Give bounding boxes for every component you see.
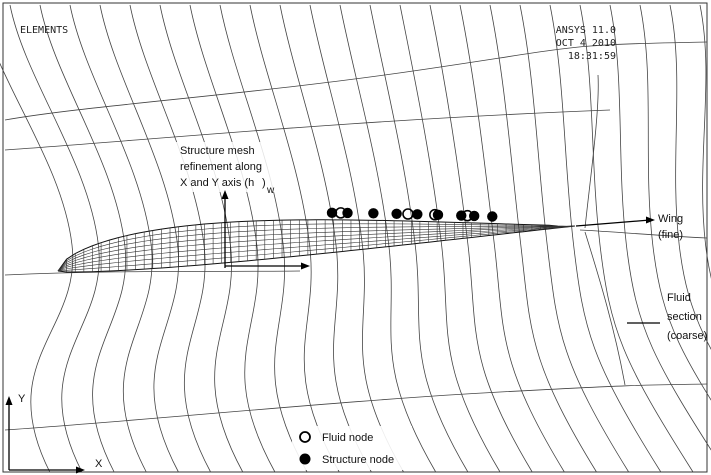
fluid-grid-line: [249, 4, 340, 473]
fluid-grid-curve: [4, 41, 708, 121]
date-label: OCT 4 2010: [556, 38, 616, 49]
refinement-x-arrowhead: [301, 262, 310, 270]
time-label: 18:31:59: [568, 51, 616, 62]
fluid-grid-line: [429, 4, 533, 473]
wing-label-2: (fine): [658, 229, 683, 241]
fluid-grid-line: [669, 4, 711, 350]
wing-structure-mesh: [57, 219, 576, 273]
fluid-grid-line: [189, 4, 276, 473]
fluid-grid-line: [279, 4, 372, 473]
fluid-grid-line: [639, 4, 711, 401]
fluid-node: [334, 207, 347, 219]
fluid-grid-curve: [4, 383, 708, 431]
refinement-text-1: Structure mesh: [180, 145, 255, 157]
structure-node: [391, 208, 402, 219]
node-markers: [326, 207, 498, 222]
elements-label: ELEMENTS: [20, 25, 68, 36]
structure-node: [326, 207, 338, 219]
x-axis-arrowhead: [76, 466, 85, 474]
wing-label-1: Wing: [658, 213, 683, 225]
wing-upper-surface: [57, 219, 576, 272]
fluid-node-legend-label: Fluid node: [322, 432, 373, 444]
fluid-grid-line: [39, 4, 127, 473]
fluid-grid-curve: [584, 74, 599, 229]
y-axis-arrowhead: [5, 396, 13, 405]
fluid-grid-line: [609, 4, 711, 451]
wing-lower-surface: [57, 225, 576, 273]
fluid-node-legend-icon: [299, 431, 311, 443]
structure-node-legend-label: Structure node: [322, 454, 394, 466]
fluid-grid-line: [399, 4, 501, 473]
fluid-grid-curve: [4, 109, 611, 151]
fluid-grid-line: [0, 62, 74, 473]
fluid-grid-line: [339, 4, 437, 473]
refinement-text-sub: ): [262, 177, 266, 189]
fluid-node: [402, 208, 414, 220]
wing-callout-line: [575, 219, 651, 227]
wing-callout-arrowhead: [646, 216, 655, 224]
structure-node: [368, 208, 379, 219]
fluid-grid-line: [99, 4, 179, 473]
fluid-label-3: (coarse): [667, 330, 707, 342]
structure-node-legend-icon: [299, 453, 311, 465]
fluid-grid-line: [369, 4, 469, 473]
y-axis-label: Y: [18, 393, 26, 405]
fluid-grid-line: [219, 4, 308, 473]
fluid-node: [429, 208, 441, 221]
fluid-grid-line: [69, 4, 153, 473]
structure-node: [412, 209, 423, 220]
fluid-grid-line: [129, 4, 211, 473]
structure-node: [432, 209, 444, 221]
fluid-grid-line: [519, 4, 630, 473]
fluid-label-2: section: [667, 311, 702, 323]
fluid-grid-line: [489, 4, 597, 473]
refinement-text-w: w: [266, 185, 275, 196]
fluid-grid-line: [9, 4, 100, 473]
refinement-text-2: refinement along: [180, 161, 262, 173]
fluid-grid-curve: [4, 270, 301, 276]
refinement-text-3: X and Y axis (h: [180, 177, 254, 189]
fluid-grid-line: [309, 4, 404, 473]
software-label: ANSYS 11.0: [556, 25, 616, 36]
fluid-grid-curve: [579, 229, 708, 239]
fluid-mesh-grid: [0, 4, 711, 473]
fluid-grid-line: [549, 4, 662, 473]
fluid-grid-line: [459, 4, 565, 473]
structure-node: [487, 211, 498, 222]
refinement-y-arrowhead: [221, 190, 229, 199]
fluid-grid-curve: [584, 231, 626, 386]
fluid-label-1: Fluid: [667, 292, 691, 304]
fluid-node: [461, 209, 474, 222]
fluid-grid-line: [699, 4, 711, 279]
x-axis-label: X: [95, 458, 103, 470]
fluid-grid-line: [579, 4, 694, 473]
